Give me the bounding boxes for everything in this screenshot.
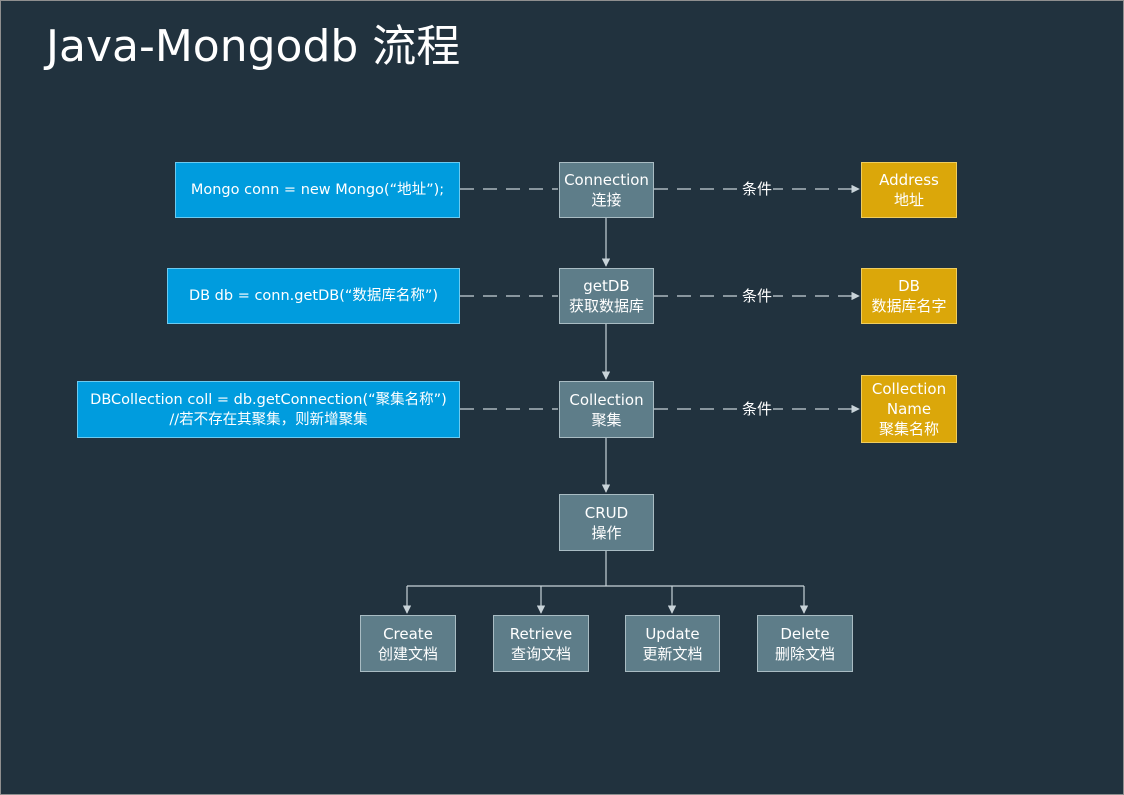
condition-label-getdb: 条件 — [741, 287, 774, 305]
code-text-line1: DBCollection coll = db.getConnection(“聚集… — [90, 391, 447, 408]
condition-label-en: Collection — [871, 380, 947, 398]
operation-label-zh: 创建文档 — [377, 644, 438, 663]
page-title: Java-Mongodb 流程 — [46, 21, 461, 72]
operation-retrieve: Retrieve 查询文档 — [493, 615, 589, 672]
step-label-en: Connection — [564, 171, 649, 189]
step-label-zh: 聚集 — [591, 410, 622, 429]
code-box-getdb: DB db = conn.getDB(“数据库名称”) — [167, 268, 460, 324]
operation-label-en: Update — [645, 624, 700, 643]
step-label-zh: 操作 — [591, 523, 622, 542]
condition-collection-name: Collection Name 聚集名称 — [861, 375, 957, 443]
step-label-en: Collection — [569, 390, 644, 409]
condition-label-zh: 地址 — [893, 191, 924, 209]
step-label-zh: 连接 — [591, 191, 622, 209]
operation-update: Update 更新文档 — [625, 615, 720, 672]
condition-address: Address 地址 — [861, 162, 957, 218]
operation-label-en: Retrieve — [509, 624, 573, 643]
code-box-collection: DBCollection coll = db.getConnection(“聚集… — [77, 381, 460, 438]
operation-create: Create 创建文档 — [360, 615, 456, 672]
condition-label-connection: 条件 — [741, 180, 774, 198]
condition-label-en: DB — [898, 277, 920, 295]
step-connection: Connection 连接 — [559, 162, 654, 218]
step-label-en: getDB — [583, 277, 630, 295]
code-text: DB db = conn.getDB(“数据库名称”) — [188, 288, 439, 304]
operation-label-en: Create — [383, 624, 433, 643]
operation-label-zh: 删除文档 — [774, 644, 835, 663]
condition-label-zh: 数据库名字 — [871, 297, 947, 315]
step-collection: Collection 聚集 — [559, 381, 654, 438]
operation-delete: Delete 删除文档 — [757, 615, 853, 672]
code-box-connection: Mongo conn = new Mongo(“地址”); — [175, 162, 460, 218]
condition-db: DB 数据库名字 — [861, 268, 957, 324]
step-getdb: getDB 获取数据库 — [559, 268, 654, 324]
operation-label-zh: 查询文档 — [510, 644, 571, 663]
code-text-line2: //若不存在其聚集，则新增聚集 — [169, 411, 368, 428]
condition-label-collection: 条件 — [741, 400, 774, 418]
condition-label-en: Address — [879, 171, 939, 189]
condition-label-zh: 聚集名称 — [878, 420, 939, 438]
operation-label-zh: 更新文档 — [642, 644, 703, 663]
step-label-zh: 获取数据库 — [568, 297, 644, 315]
condition-label-en-2: Name — [886, 400, 932, 418]
step-crud: CRUD 操作 — [559, 494, 654, 551]
step-label-en: CRUD — [584, 503, 629, 522]
code-text: Mongo conn = new Mongo(“地址”); — [190, 182, 445, 198]
operation-label-en: Delete — [780, 624, 830, 643]
